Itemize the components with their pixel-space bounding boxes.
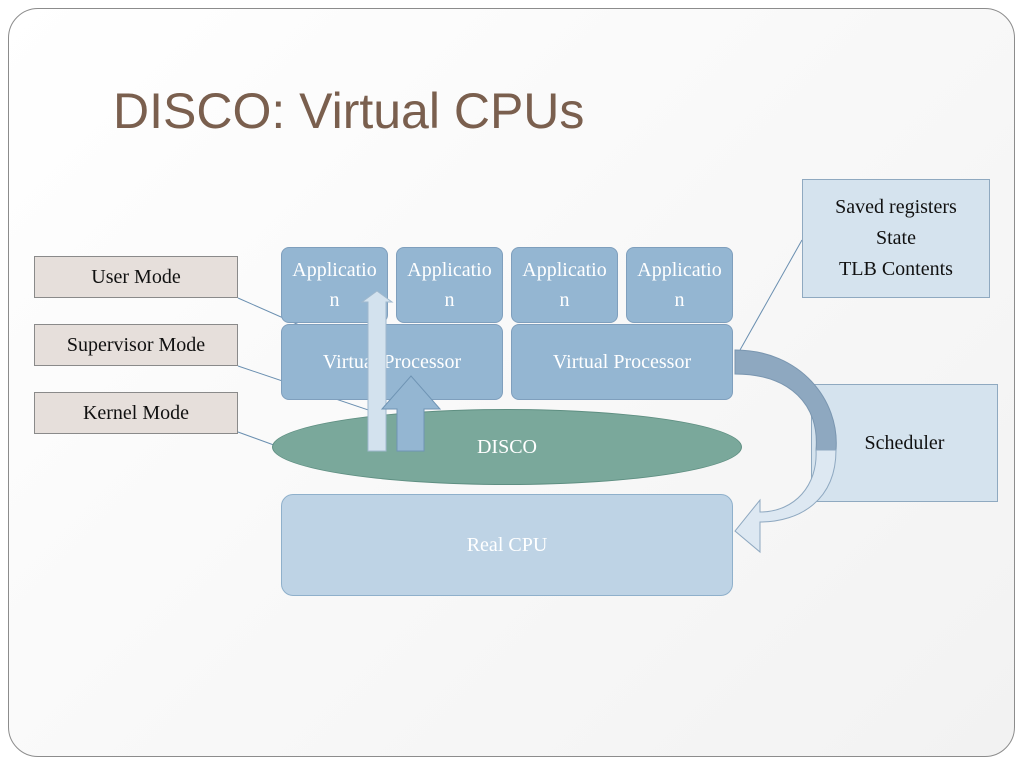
real-cpu-box: Real CPU bbox=[281, 494, 733, 596]
state-text: State bbox=[876, 227, 916, 249]
saved-state-connector bbox=[739, 239, 803, 351]
disco-ellipse: DISCO bbox=[272, 409, 742, 485]
saved-state-box: Saved registers State TLB Contents bbox=[802, 179, 990, 298]
application-box-2: Application bbox=[396, 247, 503, 323]
kernel-mode-label: Kernel Mode bbox=[34, 392, 238, 434]
virtual-processor-box-2: Virtual Processor bbox=[511, 324, 733, 400]
supervisor-mode-label: Supervisor Mode bbox=[34, 324, 238, 366]
tlb-contents-text: TLB Contents bbox=[839, 258, 953, 280]
application-box-1: Application bbox=[281, 247, 388, 323]
user-mode-label: User Mode bbox=[34, 256, 238, 298]
scheduler-box: Scheduler bbox=[811, 384, 998, 502]
application-box-3: Application bbox=[511, 247, 618, 323]
virtual-processor-box-1: Virtual Processor bbox=[281, 324, 503, 400]
saved-registers-text: Saved registers bbox=[835, 196, 957, 218]
application-box-4: Application bbox=[626, 247, 733, 323]
slide-title: DISCO: Virtual CPUs bbox=[113, 83, 585, 139]
